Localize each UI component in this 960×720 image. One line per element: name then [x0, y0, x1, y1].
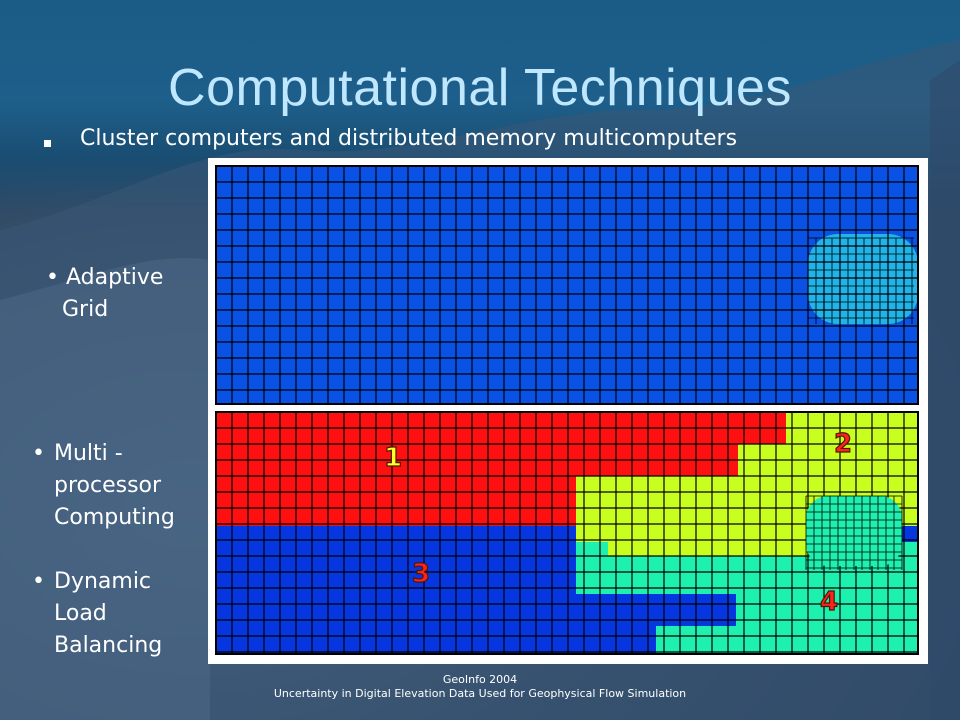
bullet-line: Grid: [62, 297, 109, 322]
bullet-line: processor: [54, 473, 162, 498]
bullet-line: Load: [54, 601, 107, 626]
top-grid-border: [215, 165, 919, 405]
partition-label-2: 2: [834, 429, 852, 459]
bottom-grid-border: [215, 411, 919, 655]
top-refined-lines: [807, 237, 914, 324]
footer-title: Uncertainty in Digital Elevation Data Us…: [273, 687, 687, 700]
bullet-line: Dynamic: [54, 569, 152, 594]
partition-label-3: 3: [412, 559, 430, 589]
bullet-dot: •: [46, 265, 59, 290]
grid-separator: [208, 404, 928, 412]
adaptive-grid-figure: 1 2 3 4: [208, 165, 928, 655]
bullet-line: Multi -: [54, 441, 123, 466]
square-bullet-icon: [44, 140, 51, 147]
partition-label-4: 4: [820, 587, 838, 617]
bullet-line: Adaptive: [66, 265, 164, 290]
slide-title: Computational Techniques: [168, 59, 792, 117]
bullet-dot: •: [32, 569, 45, 594]
grid-figure-frame: 1 2 3 4: [208, 158, 928, 664]
processor-1-region: [216, 412, 786, 526]
subtitle-text: Cluster computers and distributed memory…: [80, 126, 738, 151]
footer-conference: GeoInfo 2004: [442, 673, 518, 686]
bullet-line: Computing: [54, 505, 175, 530]
bullet-dot: •: [32, 441, 45, 466]
top-grid-region: [216, 166, 918, 404]
bullet-line: Balancing: [54, 633, 163, 658]
refined-region-top: [808, 234, 918, 324]
processor-4-region: [576, 542, 918, 654]
partition-label-1: 1: [384, 443, 402, 473]
bottom-refined-lines: [805, 495, 903, 570]
